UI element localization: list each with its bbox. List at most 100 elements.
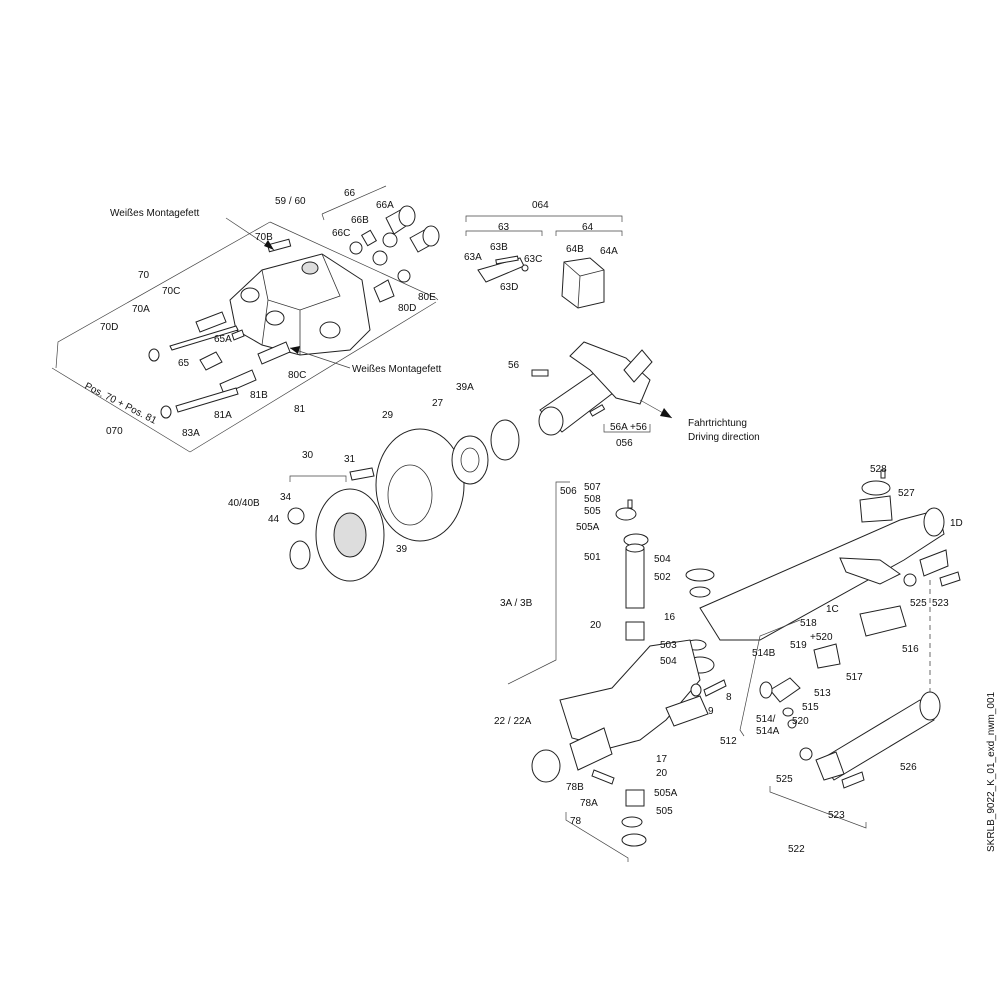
label-1C: 1C	[826, 604, 839, 615]
group-78-bracket-line	[565, 812, 629, 862]
part-80E-cap	[397, 269, 411, 283]
label-525-top: 525	[910, 598, 927, 609]
steering-knuckle-group	[507, 481, 727, 862]
note-direction-en: Driving direction	[688, 432, 760, 443]
label-64B: 64B	[566, 244, 584, 255]
label-520-plus: +520	[810, 632, 833, 643]
part-78-pin	[591, 769, 615, 785]
part-56-bolt	[531, 369, 549, 377]
label-66: 66	[344, 188, 356, 199]
part-31-stud	[349, 467, 375, 481]
label-34: 34	[280, 492, 292, 503]
label-523-bottom: 523	[828, 810, 845, 821]
label-66A: 66A	[376, 200, 394, 211]
group-63-bracket-line	[465, 230, 543, 236]
label-83A: 83A	[182, 428, 200, 439]
label-64: 64	[582, 222, 594, 233]
part-27-hub	[451, 435, 489, 485]
part-80C-spring	[257, 341, 291, 365]
label-3A-3B: 3A / 3B	[500, 598, 533, 609]
caliper-carrier-group	[531, 341, 673, 436]
part-27-hub-bore	[460, 447, 480, 473]
part-64-pad-edges	[563, 261, 605, 309]
label-505-bottom: 505	[656, 806, 673, 817]
part-526-damper-end	[919, 691, 941, 721]
label-80E: 80E	[418, 292, 436, 303]
label-502: 502	[654, 572, 671, 583]
label-80C: 80C	[288, 370, 306, 381]
part-501-king-pin	[625, 547, 645, 609]
part-70C-pin-bush	[195, 311, 227, 333]
label-501: 501	[584, 552, 601, 563]
group-512-bracket-line	[739, 619, 801, 737]
part-40-cap	[289, 540, 311, 570]
part-1-axle-beam	[699, 509, 945, 641]
part-66A-sleeve-lower-end	[422, 225, 440, 247]
part-34-nut	[287, 507, 305, 525]
part-66C-ring	[349, 241, 363, 255]
label-64A: 64A	[600, 246, 618, 257]
group-522-bracket-line	[769, 786, 867, 829]
part-64-brake-pad	[561, 257, 605, 309]
label-40-40B: 40/40B	[228, 498, 260, 509]
hub-disc-group	[287, 419, 520, 582]
part-517-clamp	[813, 643, 841, 669]
label-56A-56: 56A +56	[610, 422, 647, 433]
label-17: 17	[656, 754, 668, 765]
label-507: 507	[584, 482, 601, 493]
part-525-nut-top	[903, 573, 917, 587]
part-80D-boot	[373, 279, 395, 303]
part-8-bolt	[703, 679, 727, 697]
label-9: 9	[708, 706, 714, 717]
part-9-nut	[690, 683, 702, 697]
part-504-seal-upper	[685, 568, 715, 582]
part-502-bearing	[689, 586, 711, 598]
label-22-22A: 22 / 22A	[494, 716, 532, 727]
label-20-top: 20	[590, 620, 602, 631]
label-520: 520	[792, 716, 809, 727]
caliper-bore-right	[319, 321, 341, 339]
grease-mid-arrow-icon	[290, 346, 300, 354]
label-78A: 78A	[580, 798, 598, 809]
part-70B-pin	[266, 238, 292, 253]
label-65A: 65A	[214, 334, 232, 345]
label-59-60: 59 / 60	[275, 196, 306, 207]
part-63B-pin	[495, 255, 519, 265]
label-527: 527	[898, 488, 915, 499]
note-grease-top: Weißes Montagefett	[110, 208, 200, 219]
label-519: 519	[790, 640, 807, 651]
caliper-bore-center	[265, 310, 285, 326]
part-501-king-pin-top	[625, 543, 645, 553]
part-527-bracket-top	[861, 480, 891, 496]
label-70B: 70B	[255, 232, 273, 243]
part-20-bushing-lower	[625, 789, 645, 807]
label-78: 78	[570, 816, 582, 827]
group-70-bracket-line	[55, 221, 439, 453]
part-513-tie-rod-end	[769, 677, 801, 703]
part-83A-washer	[160, 405, 172, 419]
label-29: 29	[382, 410, 394, 421]
label-528: 528	[870, 464, 887, 475]
part-1D-bracket	[919, 549, 949, 577]
label-80D: 80D	[398, 303, 416, 314]
part-505-shim-bottom	[621, 833, 647, 847]
label-20-bottom: 20	[656, 768, 668, 779]
part-526-damper-eye	[815, 751, 845, 781]
part-66-seal-upper	[382, 232, 398, 248]
label-81: 81	[294, 404, 306, 415]
label-66B: 66B	[351, 215, 369, 226]
label-63D: 63D	[500, 282, 518, 293]
label-504-bottom: 504	[660, 656, 677, 667]
label-27: 27	[432, 398, 444, 409]
grease-top-arrow-icon	[264, 240, 274, 250]
group-070-bracket-line	[51, 367, 191, 453]
label-517: 517	[846, 672, 863, 683]
label-31: 31	[344, 454, 356, 465]
label-30: 30	[302, 450, 314, 461]
label-514-514A-line1: 514/	[756, 714, 776, 725]
part-525-nut-bottom	[799, 747, 813, 761]
part-520-bolt	[787, 719, 797, 729]
label-064: 064	[532, 200, 549, 211]
label-63B: 63B	[490, 242, 508, 253]
